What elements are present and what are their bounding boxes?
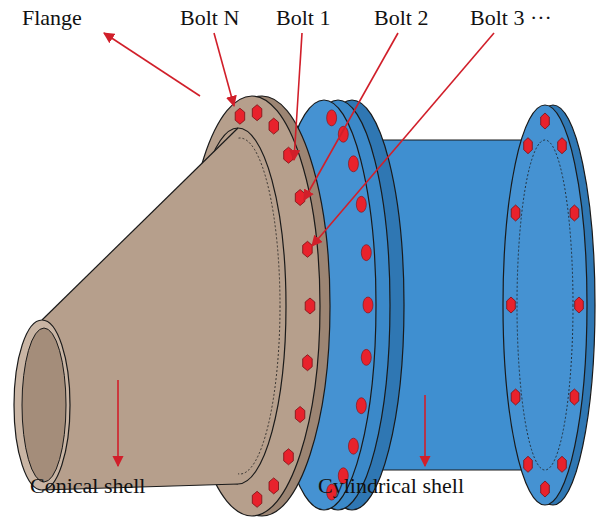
bolt-head	[541, 481, 550, 497]
bolt-head	[284, 147, 294, 163]
leader-arrow	[214, 33, 234, 106]
bolt-head	[570, 389, 579, 405]
bolt-head	[305, 298, 315, 314]
leader-arrow	[312, 33, 494, 246]
bolt-head	[235, 108, 245, 124]
bolt-head	[524, 138, 533, 154]
leader-arrow	[424, 395, 426, 466]
bolt-head	[284, 449, 294, 465]
bolt-head	[252, 491, 261, 507]
end-flange-hidden-edge	[517, 140, 573, 470]
bolt-head	[524, 456, 533, 472]
leader-arrow	[104, 33, 200, 96]
cone-small-end	[14, 320, 70, 490]
bolt-head	[558, 456, 567, 472]
bolt-end	[327, 110, 337, 126]
cone-top-edge	[42, 128, 238, 320]
bolt-end	[361, 349, 371, 365]
bolt-end	[361, 245, 371, 261]
bolt-head	[303, 241, 313, 257]
part-label: Cylindrical shell	[318, 474, 464, 498]
bolt-head	[295, 407, 305, 423]
cone-surface	[42, 128, 238, 490]
cone-opening	[22, 328, 66, 482]
bolt-head	[511, 389, 520, 405]
part-label: Flange	[22, 6, 82, 30]
bolt-head	[575, 297, 584, 313]
part-label: Bolt 2	[374, 6, 428, 30]
bolt-head	[541, 113, 550, 129]
bolt-head	[570, 205, 579, 221]
bolt-end	[356, 398, 366, 414]
end-flange-face	[503, 105, 587, 505]
part-label: Bolt N	[180, 6, 239, 30]
part-label: Bolt 1	[276, 6, 330, 30]
bolt-end	[348, 156, 358, 172]
bolt-head	[295, 190, 305, 206]
bolt-head	[511, 205, 520, 221]
bolt-head	[507, 297, 516, 313]
bolt-head	[252, 105, 261, 121]
bolt-end	[363, 297, 373, 313]
bolt-head	[269, 118, 279, 134]
leader-arrow	[294, 33, 302, 160]
part-label: Conical shell	[30, 474, 145, 498]
bolt-head	[558, 138, 567, 154]
bolt-head	[303, 355, 313, 371]
leader-arrow	[304, 33, 398, 200]
part-label: Bolt 3 ···	[470, 6, 552, 30]
bolt-head	[269, 478, 279, 494]
bolt-end	[356, 196, 366, 212]
leader-arrow	[117, 380, 119, 466]
bolt-end	[348, 438, 358, 454]
